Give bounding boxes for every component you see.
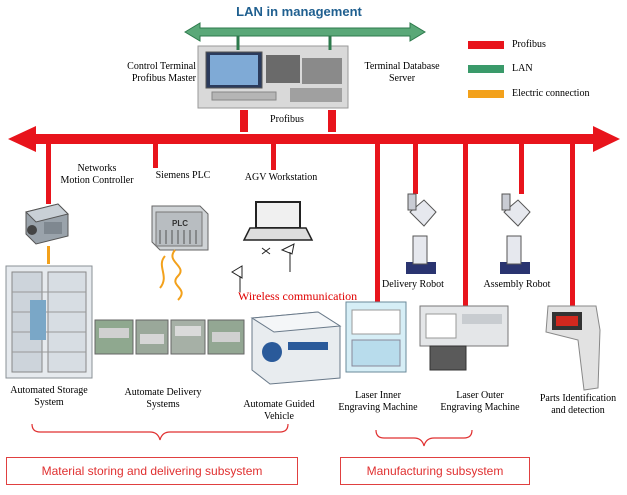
profibus-drops — [46, 144, 575, 316]
legend-swatch-profibus — [468, 40, 504, 49]
laser-inner-line1: Laser Inner — [355, 390, 401, 401]
terminal-db-label: Terminal Database Server — [352, 61, 452, 85]
control-terminal-image — [197, 36, 349, 109]
agv-workstation-label: AGV Workstation — [244, 172, 318, 183]
parts-id-label: Parts Identification and detection — [530, 393, 626, 417]
delivery-systems-label: Automate Delivery Systems — [116, 387, 210, 411]
barcode-scanner-image — [545, 305, 601, 391]
delivery-robot-label: Delivery Robot — [382, 279, 444, 290]
laser-inner-line2: Engraving Machine — [338, 402, 418, 413]
plc-label: PLC — [172, 219, 188, 228]
manufacturing-subsystem-brace — [375, 429, 473, 447]
motion-controller-image — [25, 203, 69, 245]
terminal-db-line1: Terminal Database — [364, 61, 440, 72]
storage-line2: System — [34, 397, 64, 408]
lan-arrow — [184, 22, 426, 42]
laser-outer-machine-image — [419, 305, 509, 371]
laser-inner-label: Laser Inner Engraving Machine — [330, 390, 426, 414]
wireless-label: Wireless communication — [238, 289, 358, 303]
parts-id-line1: Parts Identification — [539, 393, 617, 404]
plc-cables — [159, 249, 183, 301]
profibus-top-label: Profibus — [270, 114, 304, 125]
agv-line1: Automate Guided — [243, 399, 315, 410]
control-terminal-line1: Control Terminal — [127, 61, 196, 72]
legend-swatch-lan — [468, 64, 504, 73]
legend-swatch-electric — [468, 89, 504, 98]
delivery-conveyors-image — [94, 319, 245, 355]
siemens-plc-label: Siemens PLC — [155, 170, 211, 181]
control-terminal-label: Control Terminal Profibus Master — [104, 61, 196, 85]
agv-line2: Vehicle — [264, 411, 294, 422]
manufacturing-subsystem-box: Manufacturing subsystem — [340, 457, 530, 485]
profibus-drop-control — [240, 110, 248, 132]
profibus-drop-server — [328, 110, 336, 132]
laser-outer-line2: Engraving Machine — [440, 402, 520, 413]
legend-item-profibus: Profibus — [468, 39, 546, 50]
profibus-bus-arrow — [8, 126, 620, 152]
storage-line1: Automated Storage — [10, 385, 88, 396]
legend-label-profibus: Profibus — [512, 39, 546, 50]
legend-label-electric: Electric connection — [512, 88, 590, 99]
storage-system-image — [5, 265, 93, 379]
terminal-db-line2: Server — [388, 73, 416, 84]
material-subsystem-box: Material storing and delivering subsyste… — [6, 457, 298, 485]
networks-motion-line1: Networks — [77, 163, 117, 174]
parts-id-line2: and detection — [551, 405, 605, 416]
networks-motion-label: Networks Motion Controller — [52, 163, 142, 187]
agv-vehicle-image — [250, 311, 342, 385]
laser-inner-machine-image — [345, 301, 407, 373]
legend-label-lan: LAN — [512, 63, 533, 74]
electric-line-storage — [47, 246, 50, 264]
storage-system-label: Automated Storage System — [2, 385, 96, 409]
legend-item-electric: Electric connection — [468, 88, 589, 99]
delivery-robot-image — [406, 193, 437, 274]
assembly-robot-image — [500, 193, 531, 274]
material-subsystem-brace — [31, 423, 289, 441]
laptop-image — [242, 201, 314, 241]
page-title: LAN in management — [236, 4, 362, 19]
siemens-plc-image: PLC — [151, 205, 209, 251]
laser-outer-label: Laser Outer Engraving Machine — [430, 390, 530, 414]
control-terminal-line2: Profibus Master — [131, 73, 196, 84]
agv-label: Automate Guided Vehicle — [236, 399, 322, 423]
delivery-systems-line2: Systems — [146, 399, 180, 410]
delivery-systems-line1: Automate Delivery — [124, 387, 202, 398]
legend-item-lan: LAN — [468, 63, 533, 74]
networks-motion-line2: Motion Controller — [60, 175, 134, 186]
wireless-signal-icons — [231, 243, 295, 292]
assembly-robot-label: Assembly Robot — [483, 279, 551, 290]
laser-outer-line1: Laser Outer — [456, 390, 504, 401]
